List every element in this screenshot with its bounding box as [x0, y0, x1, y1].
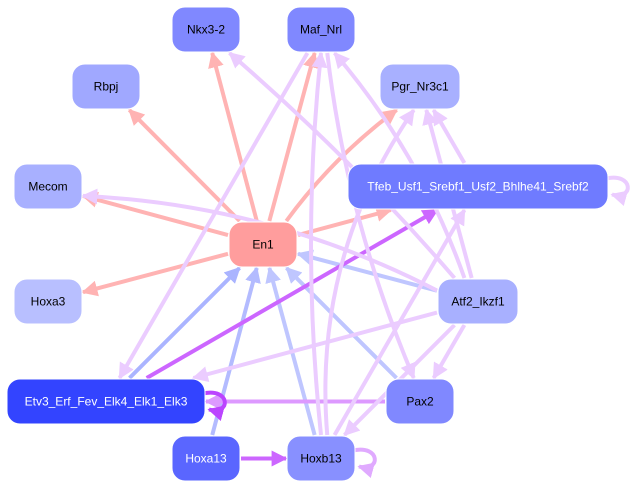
edge-etv3-to-en1	[128, 266, 241, 380]
edge-en1-to-tfeb	[297, 206, 393, 237]
node-nkx3-2[interactable]: Nkx3-2	[171, 6, 241, 53]
node-label: Nkx3-2	[187, 23, 225, 37]
node-label: Mecom	[28, 180, 67, 194]
node-box	[6, 378, 206, 425]
edge-hoxb13-to-tfeb	[332, 208, 467, 436]
node-atf2-ikzf1[interactable]: Atf2_Ikzf1	[437, 278, 519, 325]
node-box	[385, 378, 455, 425]
node-pgr-nr3c1[interactable]: Pgr_Nr3c1	[379, 63, 461, 110]
edge-tfeb-to-tfeb	[605, 175, 630, 206]
node-label: Hoxb13	[300, 452, 342, 466]
edge-atf2-ikzf1-to-maf-nrl	[333, 51, 467, 279]
node-label: Hoxa3	[31, 295, 66, 309]
node-label: Atf2_Ikzf1	[451, 295, 505, 309]
edge-en1-to-pgr-nr3c1	[284, 108, 398, 223]
node-hoxb13[interactable]: Hoxb13	[286, 435, 356, 482]
node-label: Maf_Nrl	[300, 23, 342, 37]
node-box	[171, 6, 241, 53]
edge-en1-to-nkx3-2	[208, 51, 259, 222]
node-maf-nrl[interactable]: Maf_Nrl	[286, 6, 356, 53]
edge-en1-to-hoxa3	[81, 251, 229, 297]
node-box	[347, 163, 609, 210]
edge-en1-to-maf-nrl	[267, 51, 319, 222]
node-box	[286, 435, 356, 482]
edge-maf-nrl-to-etv3	[117, 51, 310, 380]
edge-etv3-to-tfeb	[145, 208, 439, 380]
node-box	[379, 63, 461, 110]
node-label: Etv3_Erf_Fev_Elk4_Elk1_Elk3	[25, 395, 188, 409]
edge-atf2-ikzf1-to-pax2	[431, 323, 467, 380]
node-hoxa3[interactable]: Hoxa3	[13, 278, 83, 325]
node-box	[437, 278, 519, 325]
node-etv3[interactable]: Etv3_Erf_Fev_Elk4_Elk1_Elk3	[6, 378, 206, 425]
node-box	[286, 6, 356, 53]
node-en1[interactable]: En1	[228, 221, 298, 268]
edge-tfeb-to-pgr-nr3c1	[431, 108, 467, 165]
node-box	[13, 163, 83, 210]
node-box	[13, 278, 83, 325]
node-pax2[interactable]: Pax2	[385, 378, 455, 425]
edge-en1-to-rbpj	[127, 108, 242, 223]
node-label: Pgr_Nr3c1	[391, 80, 449, 94]
node-mecom[interactable]: Mecom	[13, 163, 83, 210]
node-hoxa13[interactable]: Hoxa13	[171, 435, 241, 482]
edge-maf-nrl-to-pax2	[325, 52, 416, 380]
node-label: Rbpj	[94, 80, 119, 94]
node-box	[71, 63, 141, 110]
node-label: Pax2	[406, 395, 434, 409]
edge-hoxb13-to-hoxb13	[352, 447, 377, 478]
node-label: Hoxa13	[185, 452, 227, 466]
node-label: Tfeb_Usf1_Srebf1_Usf2_Bhlhe41_Srebf2	[367, 180, 589, 194]
edge-hoxb13-to-maf-nrl	[309, 51, 328, 436]
node-box	[228, 221, 298, 268]
edge-etv3-to-etv3	[202, 390, 227, 421]
node-tfeb[interactable]: Tfeb_Usf1_Srebf1_Usf2_Bhlhe41_Srebf2	[347, 163, 609, 210]
node-box	[171, 435, 241, 482]
node-label: En1	[252, 238, 274, 252]
edge-hoxb13-to-pgr-nr3c1	[323, 108, 416, 436]
edges-layer	[81, 51, 630, 478]
edge-atf2-ikzf1-to-en1	[296, 249, 438, 293]
node-rbpj[interactable]: Rbpj	[71, 63, 141, 110]
